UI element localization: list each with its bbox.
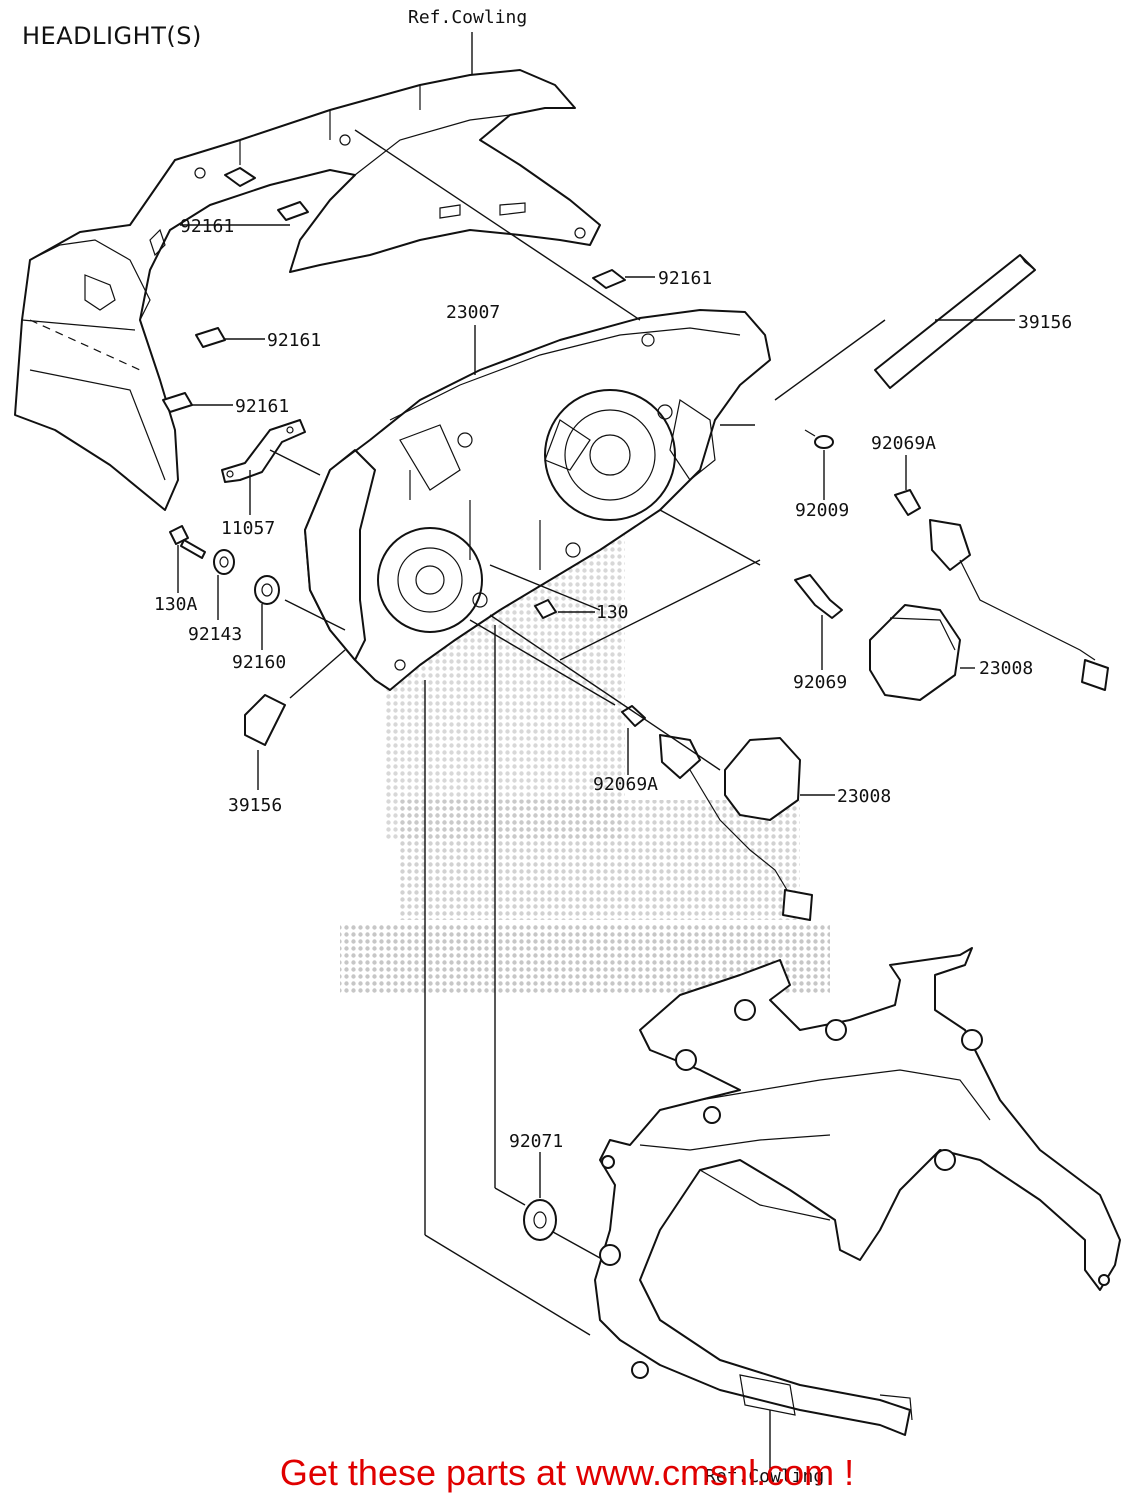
strip-39156-right: [874, 254, 1036, 389]
cover-23008-lower: [659, 734, 813, 921]
label-92009: 92009: [795, 500, 849, 521]
label-ref-cowling-bottom: Ref.Cowling: [705, 1466, 824, 1487]
block-39156-left: [244, 694, 286, 746]
label-ref-cowling-top: Ref.Cowling: [408, 7, 527, 28]
bulb-92069A-lower: [621, 705, 646, 727]
screw-130: [534, 599, 557, 619]
label-92069a-lower: 92069A: [593, 774, 658, 795]
label-130a: 130A: [154, 594, 198, 615]
label-92161-c: 92161: [267, 330, 321, 351]
part-labels: Ref.Cowling 92161 92161 92161 92161 2300…: [154, 7, 1072, 1487]
label-92069: 92069: [793, 672, 847, 693]
label-23008-lower: 23008: [837, 786, 891, 807]
bulb-92069: [794, 574, 843, 619]
label-92160: 92160: [232, 652, 286, 673]
label-23008-upper: 23008: [979, 658, 1033, 679]
label-92069a-top: 92069A: [871, 433, 936, 454]
label-39156-left: 39156: [228, 795, 282, 816]
grommet-92071: [523, 1199, 557, 1241]
footer-promo[interactable]: Get these parts at www.cmsnl.com !: [279, 1452, 855, 1493]
label-92161-b: 92161: [658, 268, 712, 289]
label-92161-a: 92161: [180, 216, 234, 237]
label-92071: 92071: [509, 1131, 563, 1152]
label-23007: 23007: [446, 302, 500, 323]
hardware-left: [169, 525, 280, 605]
leader-lines: [177, 32, 1015, 1470]
page-title: HEADLIGHT(S): [22, 22, 202, 50]
label-92161-d: 92161: [235, 396, 289, 417]
headlight-assembly: [304, 309, 771, 691]
cowling-outline: [14, 69, 601, 511]
screw-92009: [804, 429, 834, 449]
label-39156-right: 39156: [1018, 312, 1072, 333]
headlight-stay-frame: [594, 947, 1121, 1436]
bracket-11057: [221, 419, 306, 483]
label-11057: 11057: [221, 518, 275, 539]
label-92143: 92143: [188, 624, 242, 645]
cover-23008-upper: [869, 519, 1109, 701]
label-130: 130: [596, 602, 629, 623]
bulb-92069A-top: [894, 489, 921, 516]
